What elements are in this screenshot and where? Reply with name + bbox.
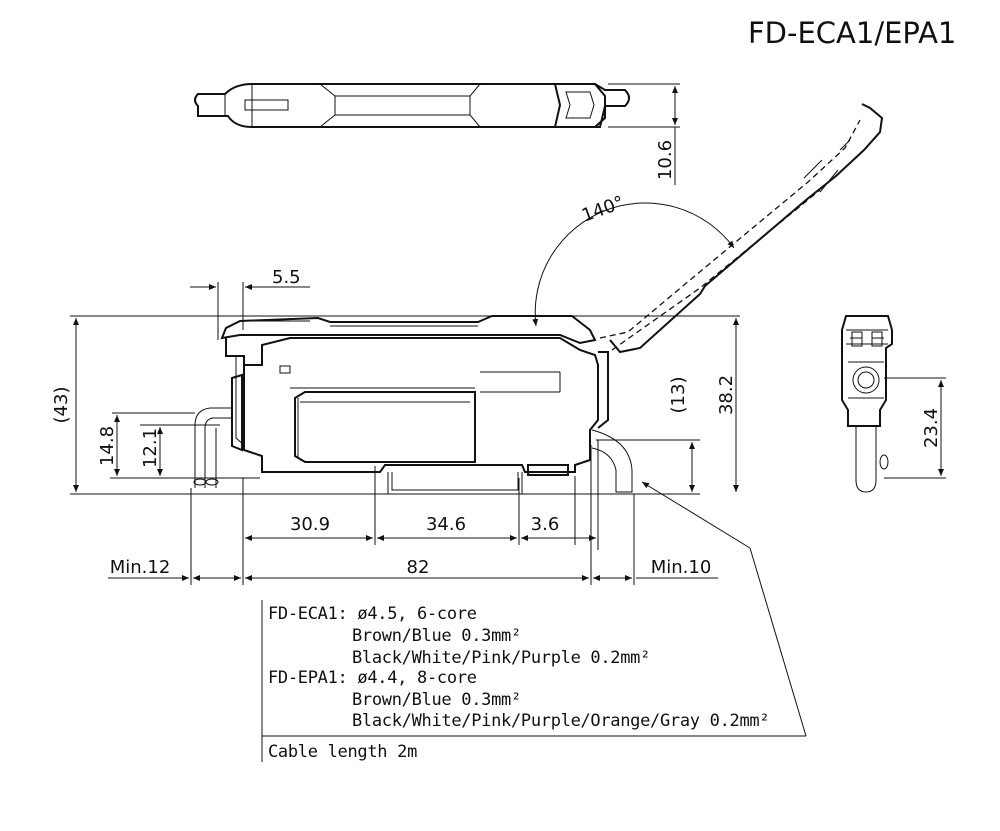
- vertical-extension-lines: [190, 440, 635, 585]
- model-title: FD-ECA1/EPA1: [748, 16, 957, 50]
- dim-left-inner-height-label: 12.1: [140, 428, 161, 468]
- side-view: [841, 315, 946, 493]
- eca1-wire-0-3: Brown/Blue 0.3mm²: [352, 626, 521, 646]
- dim-overall-height-label: (43): [51, 387, 72, 424]
- dim-top-offset: [190, 282, 310, 340]
- dim-seg3-label: 3.6: [531, 514, 560, 535]
- dim-length-label: 82: [407, 557, 430, 578]
- extension-lines: [70, 315, 740, 495]
- cable-length: Cable length 2m: [268, 742, 418, 762]
- dim-min-left-label: Min.12: [110, 557, 171, 578]
- eca1-wire-0-2: Black/White/Pink/Purple 0.2mm²: [352, 648, 651, 668]
- dim-angle-label: 140°: [579, 192, 627, 227]
- dim-left-height-label: 14.8: [97, 426, 118, 466]
- dim-angle-arc: [532, 202, 735, 327]
- eca1-spec: FD-ECA1: ø4.5, 6-core: [268, 604, 477, 624]
- dim-min-right-label: Min.10: [651, 557, 712, 578]
- dim-top-height-label: 10.6: [655, 140, 676, 180]
- front-view: [193, 315, 633, 495]
- epa1-wire-0-3: Brown/Blue 0.3mm²: [352, 690, 521, 710]
- cable-leader-line: [261, 481, 807, 762]
- top-view: [194, 83, 680, 128]
- dim-body-height-label: 38.2: [716, 375, 737, 415]
- dim-side-height-label: 23.4: [921, 408, 942, 448]
- epa1-spec: FD-EPA1: ø4.4, 8-core: [268, 668, 477, 688]
- dim-cable-height-label: (13): [668, 377, 689, 414]
- dim-top-offset-label: 5.5: [272, 267, 301, 288]
- dim-seg2-label: 34.6: [426, 514, 466, 535]
- dim-seg1-label: 30.9: [290, 514, 330, 535]
- open-cover: [599, 103, 884, 354]
- epa1-wire-0-2: Black/White/Pink/Purple/Orange/Gray 0.2m…: [352, 711, 770, 731]
